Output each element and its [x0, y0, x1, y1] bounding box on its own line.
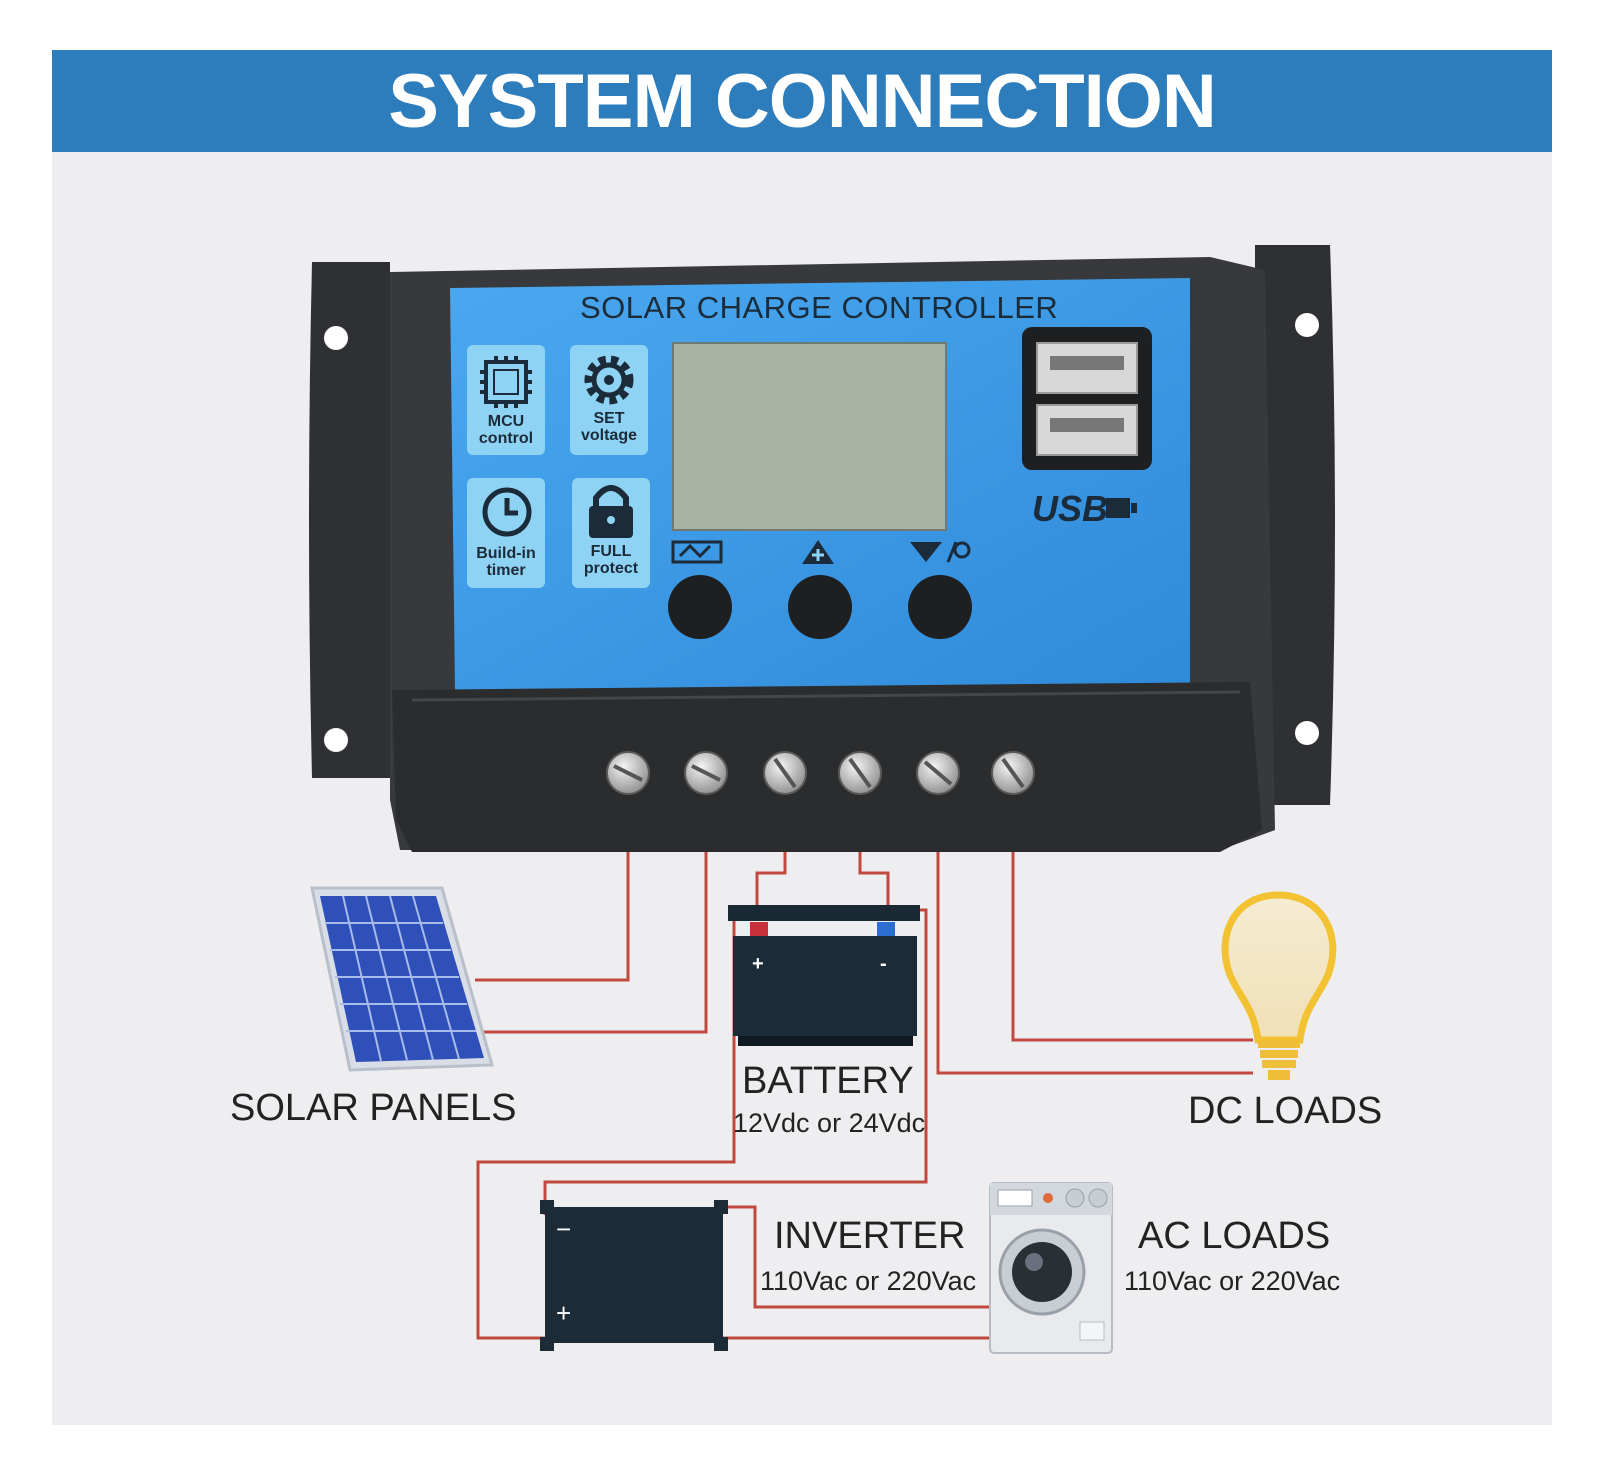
feature-line: MCU	[487, 413, 525, 430]
battery-spec: 12Vdc or 24Vdc	[733, 1108, 926, 1138]
light-bulb-icon	[1221, 891, 1337, 1080]
wire-solar-positive	[475, 790, 630, 982]
battery-icon: + -	[728, 905, 920, 1046]
controller-title: SOLAR CHARGE CONTROLLER	[580, 290, 1059, 325]
inverter-plus-sign: +	[556, 1298, 571, 1328]
svg-text:+: +	[752, 953, 764, 975]
svg-text:-: -	[880, 953, 887, 975]
page-title: SYSTEM CONNECTION	[388, 58, 1216, 144]
wire-dc-positive	[936, 790, 1253, 1075]
wire-dc-negative	[1011, 790, 1253, 1042]
feature-tile-set	[570, 345, 648, 455]
gear-icon	[584, 355, 634, 405]
solar-panels-label: SOLAR PANELS	[230, 1087, 517, 1129]
plus-triangle-icon	[802, 540, 834, 564]
ac-loads-label: AC LOADS	[1138, 1215, 1331, 1257]
feature-label-protect: FULL protect	[572, 543, 650, 577]
washing-machine-icon	[989, 1182, 1113, 1354]
feature-line: SET	[593, 410, 625, 427]
feature-line: control	[478, 430, 534, 447]
feature-line: FULL	[590, 543, 632, 560]
screw-terminals	[606, 751, 1035, 795]
feature-label-mcu: MCU control	[467, 413, 545, 447]
lcd-screen	[672, 342, 947, 531]
plus-button[interactable]	[788, 575, 852, 639]
mount-hole-top-left	[324, 326, 348, 350]
usb-icon	[1106, 498, 1130, 518]
inverter-label: INVERTER	[774, 1215, 966, 1257]
feature-label-set: SET voltage	[570, 410, 648, 444]
feature-line: timer	[486, 562, 526, 579]
inverter-spec: 110Vac or 220Vac	[760, 1266, 977, 1296]
ac-loads-spec: 110Vac or 220Vac	[1124, 1266, 1341, 1296]
mount-hole-top-right	[1295, 313, 1319, 337]
chip-icon	[480, 356, 532, 408]
inverter-icon: − +	[540, 1200, 728, 1351]
inverter-minus-sign: −	[556, 1214, 571, 1244]
wire-inverter-ac-1	[723, 1205, 990, 1309]
minus-light-icon	[910, 541, 971, 563]
padlock-icon	[589, 485, 633, 538]
feature-line: Build-in	[476, 545, 536, 562]
menu-button[interactable]	[668, 575, 732, 639]
header-banner: SYSTEM CONNECTION	[52, 50, 1552, 152]
minus-light-button[interactable]	[908, 575, 972, 639]
mount-hole-bottom-right	[1295, 721, 1319, 745]
mount-hole-bottom-left	[324, 728, 348, 752]
charge-controller: USB	[309, 245, 1335, 852]
wire-solar-negative	[480, 790, 708, 1034]
feature-line: voltage	[580, 427, 637, 444]
clock-icon	[482, 487, 532, 537]
dc-loads-label: DC LOADS	[1188, 1090, 1383, 1132]
left-mounting-flange	[309, 262, 390, 778]
terminal-block	[392, 682, 1262, 852]
usb-label: USB	[1032, 488, 1108, 529]
battery-label: BATTERY	[742, 1060, 914, 1102]
solar-panel-icon	[310, 886, 494, 1072]
menu-icon	[671, 540, 723, 564]
feature-label-timer: Build-in timer	[467, 545, 545, 579]
feature-line: protect	[583, 560, 639, 577]
right-mounting-flange	[1255, 245, 1335, 805]
